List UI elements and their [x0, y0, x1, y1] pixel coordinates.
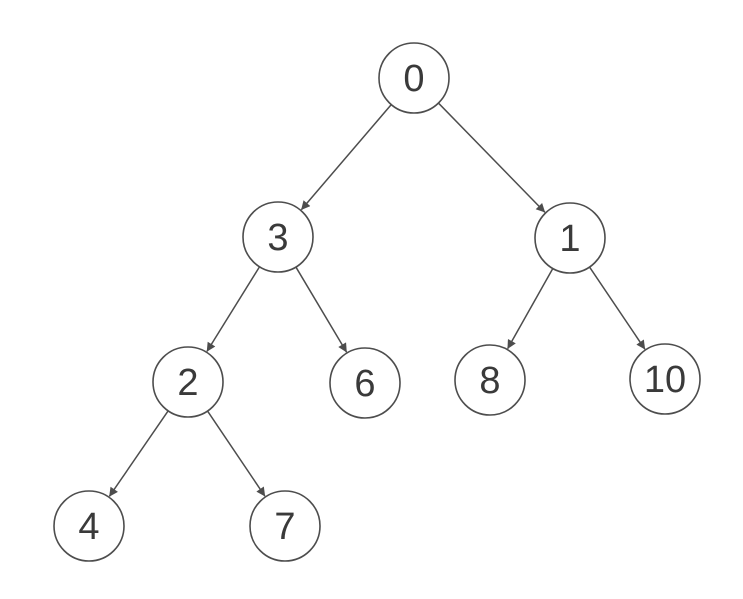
- node-label-6: 6: [354, 363, 375, 405]
- tree-edge-3-6: [295, 266, 348, 353]
- tree-node-6: 6: [329, 347, 401, 419]
- tree-node-4: 4: [53, 490, 125, 562]
- node-circle-0: [378, 42, 450, 114]
- node-circle-8: [454, 344, 526, 416]
- node-label-8: 8: [479, 360, 500, 402]
- node-circle-6: [329, 347, 401, 419]
- node-label-10: 10: [644, 359, 686, 401]
- node-label-1: 1: [559, 218, 580, 260]
- node-circle-2: [152, 346, 224, 418]
- tree-edge-1-8: [507, 268, 554, 350]
- node-circle-3: [242, 201, 314, 273]
- node-label-2: 2: [177, 362, 198, 404]
- tree-edges: [108, 102, 646, 497]
- tree-edge-0-3: [300, 104, 392, 211]
- tree-edge-2-7: [206, 410, 266, 497]
- tree-node-1: 1: [534, 202, 606, 274]
- tree-node-8: 8: [454, 344, 526, 416]
- tree-edge-1-10: [588, 266, 646, 350]
- node-circle-4: [53, 490, 125, 562]
- tree-edge-3-2: [206, 266, 261, 352]
- tree-node-7: 7: [249, 490, 321, 562]
- tree-nodes: 0 3 1 2 6 8 10 4 7: [53, 42, 701, 562]
- tree-edge-2-4: [108, 410, 169, 497]
- tree-node-3: 3: [242, 201, 314, 273]
- node-label-3: 3: [267, 217, 288, 259]
- tree-edge-0-1: [437, 102, 546, 213]
- tree-node-10: 10: [629, 343, 701, 415]
- node-label-7: 7: [274, 506, 295, 548]
- tree-node-0: 0: [378, 42, 450, 114]
- node-label-0: 0: [403, 58, 424, 100]
- node-circle-1: [534, 202, 606, 274]
- node-circle-10: [629, 343, 701, 415]
- node-circle-7: [249, 490, 321, 562]
- node-label-4: 4: [78, 506, 99, 548]
- tree-node-2: 2: [152, 346, 224, 418]
